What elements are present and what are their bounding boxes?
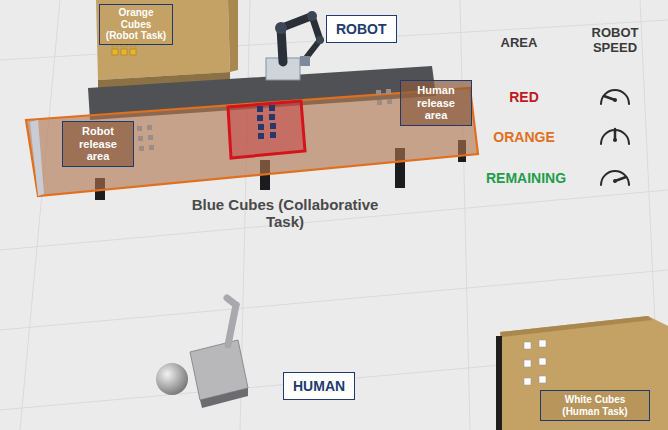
- task-label: Blue Cubes (Collaborative Task): [190, 196, 380, 231]
- cube-source-label: Orange Cubes (Robot Task): [99, 4, 173, 45]
- box-text: Robot release area: [68, 125, 128, 163]
- legend-entry: RED: [488, 89, 560, 105]
- box-text: White Cubes (Human Task): [546, 394, 644, 417]
- box-text: HUMAN: [293, 378, 345, 394]
- legend-entry: ORANGE: [488, 129, 560, 145]
- legend-header: AREA: [494, 36, 544, 51]
- box-text: Human release area: [406, 84, 466, 122]
- agent-label: HUMAN: [283, 372, 355, 400]
- release-area-label: Human release area: [400, 80, 472, 126]
- legend-entry: REMAINING: [484, 170, 568, 186]
- legend-header: ROBOT SPEED: [586, 26, 644, 56]
- release-area-label: Robot release area: [62, 121, 134, 167]
- box-text: ROBOT: [336, 21, 387, 37]
- cube-source-label: White Cubes (Human Task): [540, 390, 650, 421]
- agent-label: ROBOT: [326, 15, 397, 43]
- box-text: Orange Cubes (Robot Task): [104, 7, 168, 42]
